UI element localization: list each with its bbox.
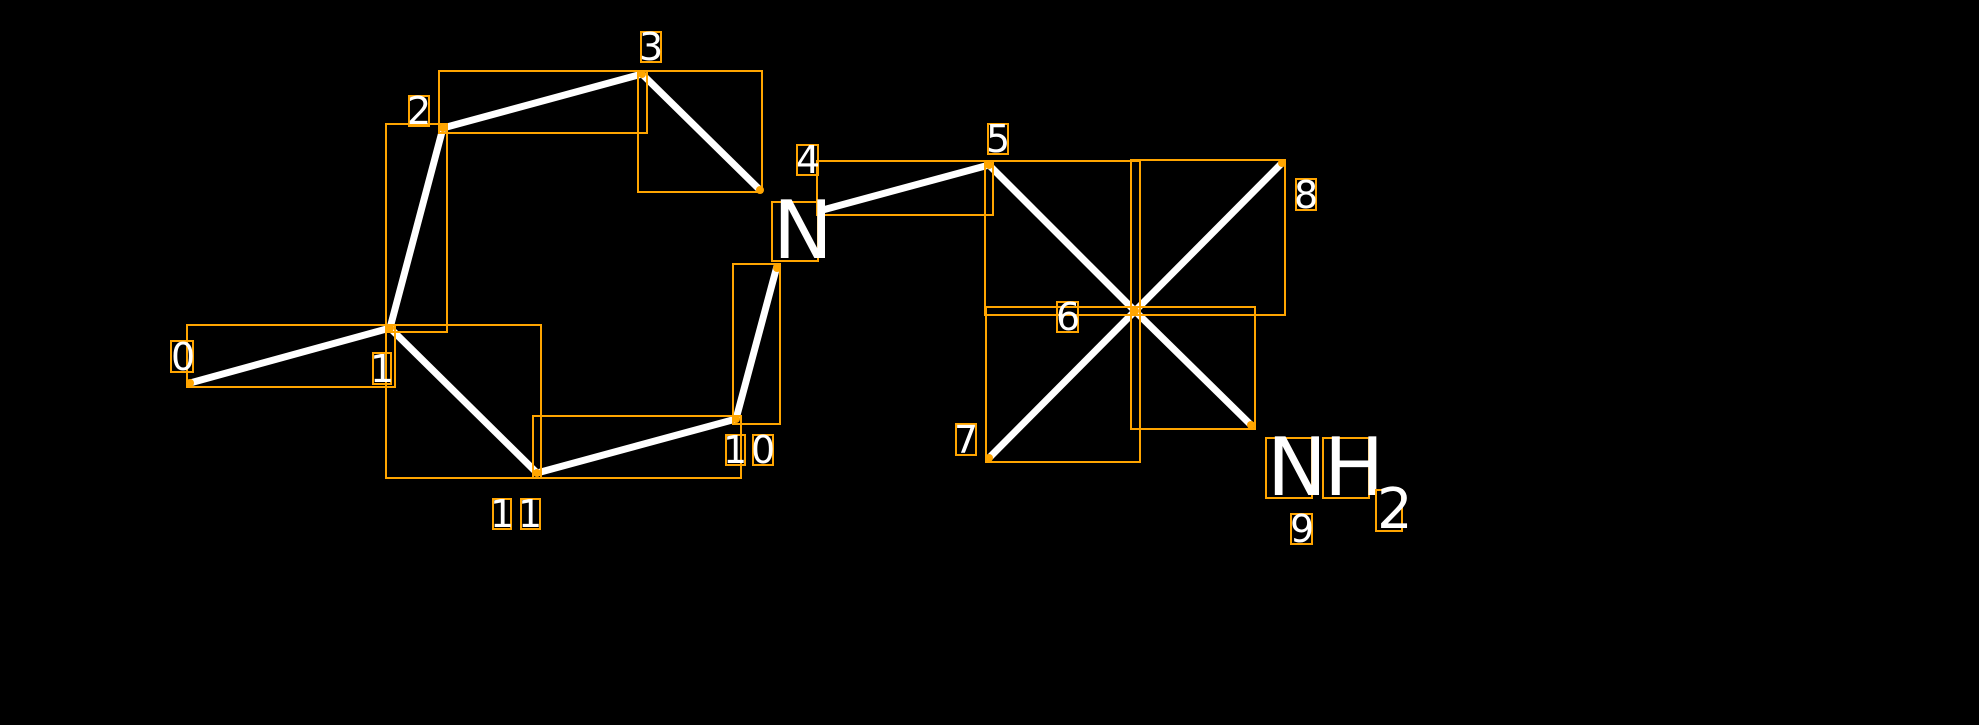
- bond-6-8: [1132, 160, 1285, 314]
- atom-dot: [985, 454, 993, 462]
- index-labels: 0 1 2 3 4 5 6 7 8 9 1 0 1 1: [170, 25, 1318, 551]
- bond-1-11: [387, 325, 540, 476]
- bond-box: [637, 70, 763, 193]
- atom-dot: [186, 379, 194, 387]
- bond-box: [732, 263, 781, 425]
- index-label: 1: [370, 347, 394, 391]
- bond-2-3: [442, 70, 643, 132]
- bond-box: [438, 70, 648, 134]
- amine-subscript-label: 2: [1377, 477, 1413, 542]
- bond-10-n: [732, 265, 781, 420]
- index-label: 4: [796, 138, 820, 182]
- amine-hydrogen-label: H: [1324, 421, 1384, 514]
- index-label: 7: [954, 418, 978, 462]
- bond-1-2: [386, 127, 447, 329]
- bond-3-n: [639, 71, 763, 193]
- bond-box: [1130, 306, 1256, 430]
- atom-dot: [732, 415, 740, 423]
- bond-boxes: [186, 70, 1286, 479]
- bond-6-7: [986, 308, 1138, 461]
- bond-5-6: [986, 162, 1138, 314]
- atom-dot: [1131, 307, 1139, 315]
- bond-box: [186, 324, 396, 388]
- amine-nitrogen-label: N: [1267, 421, 1327, 514]
- bond-0-1: [189, 324, 391, 387]
- atom-dot: [533, 469, 541, 477]
- bond-box: [984, 160, 1141, 316]
- index-label: 0: [751, 428, 775, 472]
- index-label: 1: [518, 492, 542, 536]
- ring-nitrogen-label: N: [773, 184, 833, 277]
- index-label: 1: [490, 492, 514, 536]
- index-label: 2: [407, 89, 431, 133]
- index-label: 5: [986, 117, 1010, 161]
- atom-dot: [1278, 159, 1286, 167]
- index-label: 3: [639, 25, 663, 69]
- bond-box: [985, 306, 1141, 463]
- bond-box: [385, 324, 542, 479]
- atom-dot: [1247, 421, 1255, 429]
- bond-11-10: [536, 415, 737, 477]
- bond-6-9: [1132, 308, 1254, 428]
- index-label: 9: [1290, 507, 1314, 551]
- atom-dots: [186, 70, 1286, 477]
- bond-box: [816, 160, 994, 216]
- atom-dot: [773, 264, 781, 272]
- atom-dot: [439, 124, 447, 132]
- bond-box: [1130, 159, 1286, 316]
- atom-dot: [756, 186, 764, 194]
- atom-dot: [985, 161, 993, 169]
- atom-labels: N N H 2: [771, 184, 1413, 542]
- index-label: 6: [1056, 295, 1080, 339]
- bonds: [189, 70, 1285, 477]
- bond-box: [385, 123, 448, 333]
- atom-dot: [638, 70, 646, 78]
- atom-dot: [386, 324, 394, 332]
- index-label: 0: [171, 335, 195, 379]
- index-label: 8: [1294, 173, 1318, 217]
- bond-box: [532, 415, 742, 479]
- index-label: 1: [723, 428, 747, 472]
- bond-n-5: [818, 161, 990, 215]
